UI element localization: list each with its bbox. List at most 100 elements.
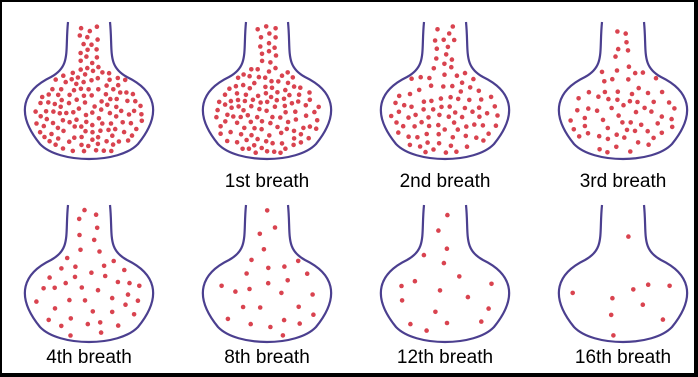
particle-dot [100, 121, 105, 126]
particle-dot [297, 321, 302, 326]
particle-dot [455, 73, 460, 78]
particle-dot [272, 149, 277, 154]
particle-dot [86, 322, 91, 327]
particle-dot [402, 103, 407, 108]
particle-dot [96, 288, 101, 293]
particle-dot [646, 282, 651, 287]
particle-dot [76, 75, 81, 80]
particle-dot [234, 84, 239, 89]
particle-dot [435, 46, 440, 51]
particle-dot [94, 148, 99, 153]
particle-dot [248, 322, 253, 327]
particle-dot [406, 115, 411, 120]
particle-dot [120, 120, 125, 125]
particle-dot [597, 147, 602, 152]
particle-dot [419, 120, 424, 125]
particle-dot [602, 79, 607, 84]
particle-dot [408, 92, 413, 97]
particle-dot [297, 92, 302, 97]
particle-dot [296, 305, 301, 310]
particle-dot [441, 38, 446, 43]
particle-dot [255, 115, 260, 120]
particle-dot [258, 44, 263, 49]
particle-dot [116, 76, 121, 81]
particle-dot [241, 83, 246, 88]
particle-dot [46, 92, 51, 97]
particle-dot [624, 40, 629, 45]
particle-dot [229, 99, 234, 104]
particle-dot [86, 87, 91, 92]
particle-dot [104, 92, 109, 97]
particle-dot [631, 287, 636, 292]
particle-dot [96, 87, 101, 92]
particle-dot [436, 132, 441, 137]
particle-dot [139, 112, 144, 117]
particle-dot [477, 105, 482, 110]
particle-dot [264, 139, 269, 144]
particle-dot [429, 83, 434, 88]
particle-dot [616, 47, 621, 52]
particle-dot [424, 132, 429, 137]
particle-dot [79, 124, 84, 129]
particle-dot [69, 77, 74, 82]
particle-dot [252, 81, 257, 86]
particle-dot [38, 114, 43, 119]
particle-dot [433, 38, 438, 43]
particle-dot [433, 310, 438, 315]
particle-dot [108, 111, 113, 116]
particle-dot [91, 309, 96, 314]
particle-dot [53, 77, 58, 82]
flask-label: 4th breath [46, 347, 132, 368]
flask-outline [25, 205, 153, 342]
particle-dot [611, 333, 616, 338]
particle-dot [426, 115, 431, 120]
particle-dot [396, 130, 401, 135]
flask-label: 12th breath [397, 347, 493, 368]
particle-dot [274, 53, 279, 58]
particle-dot [109, 121, 114, 126]
particle-dot [79, 135, 84, 140]
particle-dot [81, 42, 86, 47]
particle-dot [670, 125, 675, 130]
particle-dot [77, 217, 82, 222]
particle-dot [442, 127, 447, 132]
particle-dot [257, 75, 262, 80]
particle-dot [583, 124, 588, 129]
particle-dot [126, 138, 131, 143]
flask-outline [559, 205, 687, 342]
particle-dot [460, 80, 465, 85]
particle-dot [244, 138, 249, 143]
particle-dot [129, 121, 134, 126]
particle-dot [67, 139, 72, 144]
particle-dot [626, 77, 631, 82]
particle-dot [586, 106, 591, 111]
particle-dot [258, 232, 263, 237]
particle-dot [615, 98, 620, 103]
particle-dot [595, 108, 600, 113]
particle-dot [114, 97, 119, 102]
particle-dot [218, 124, 223, 129]
particle-dot [655, 121, 660, 126]
particle-dot [133, 99, 138, 104]
particle-dot [639, 123, 644, 128]
particle-dot [242, 126, 247, 131]
particle-dot [78, 51, 83, 56]
particle-dot [239, 132, 244, 137]
particle-dot [636, 140, 641, 145]
particle-dot [249, 67, 254, 72]
particle-dot [489, 282, 494, 287]
particle-dot [439, 105, 444, 110]
particle-dot [260, 59, 265, 64]
particle-dot [74, 82, 79, 87]
particle-dot [91, 69, 96, 74]
particle-dot [71, 110, 76, 115]
particle-dot [667, 284, 672, 289]
particle-dot [268, 121, 273, 126]
particle-dot [577, 134, 582, 139]
particle-dot [259, 146, 264, 151]
particle-dot [85, 66, 90, 71]
particle-dot [90, 137, 95, 142]
particle-dot [423, 150, 428, 155]
particle-dot [442, 62, 447, 67]
particle-dot [59, 87, 64, 92]
